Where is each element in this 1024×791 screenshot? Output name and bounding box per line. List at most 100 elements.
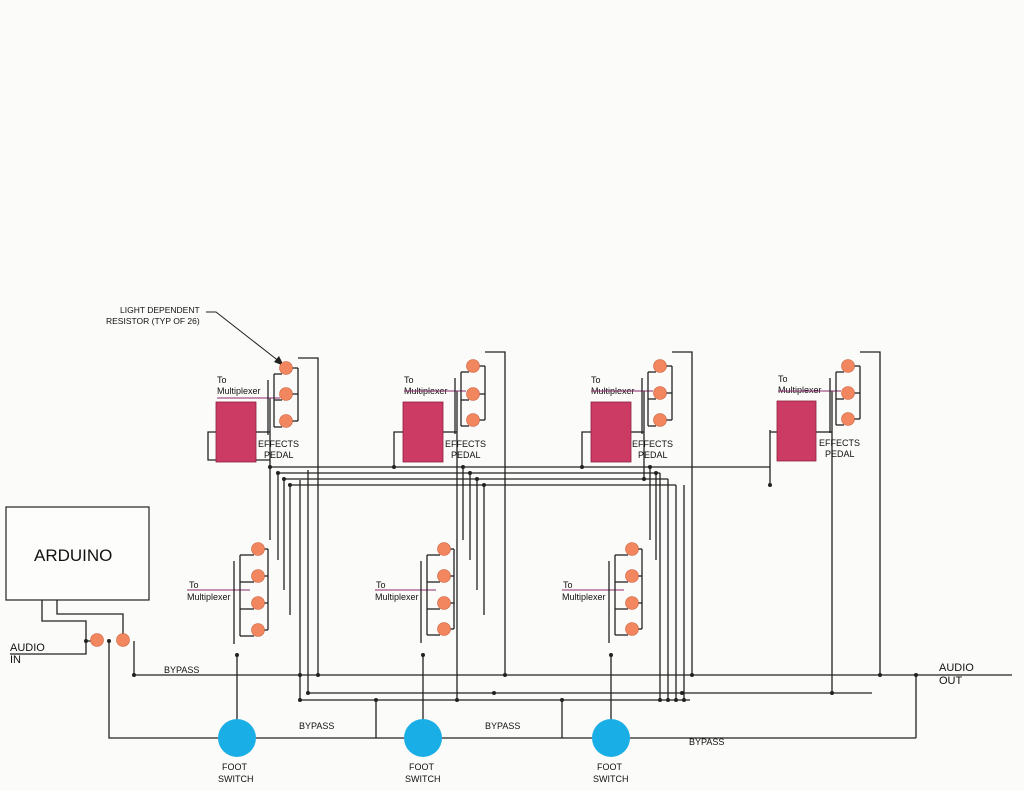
ldr-2 [841, 386, 855, 400]
junction-dot [421, 653, 425, 657]
ldr-1 [466, 359, 480, 373]
effects-pedal-3: EFFECTS PEDAL [590, 401, 673, 463]
switch-label-2: SWITCH [405, 774, 441, 784]
annotation-line-2: RESISTOR (TYP OF 26) [106, 316, 200, 326]
junction-dot [306, 691, 310, 695]
ldr-group-pedal-1 [267, 361, 299, 435]
annotation-line-1: LIGHT DEPENDENT [120, 305, 200, 315]
junction-dot [560, 698, 564, 702]
junction-dot [658, 698, 662, 702]
mux-label-pedal-1: To Multiplexer [217, 375, 280, 399]
junction-dot [268, 465, 272, 469]
ldr-group-switch-3 [608, 542, 643, 643]
junction-dot [768, 483, 772, 487]
ldr-group-switch-2 [420, 542, 455, 643]
ldr-4 [437, 622, 451, 636]
ldr-3 [251, 596, 265, 610]
ldr-2 [251, 569, 265, 583]
mux-label-to: To [404, 375, 414, 385]
audio-in-label-2: IN [10, 654, 21, 666]
junction-dot [878, 673, 882, 677]
mux-label-name: Multiplexer [217, 386, 261, 396]
foot-switch-2: FOOT SWITCH [404, 719, 442, 784]
pedal-label-2: PEDAL [638, 450, 668, 460]
foot-switch-circle [592, 719, 630, 757]
switch-label-1: FOOT [597, 762, 622, 772]
ldr-group-pedal-3 [641, 359, 673, 434]
ldr-3 [653, 413, 667, 427]
ldr-4 [251, 623, 265, 637]
switch-label-2: SWITCH [218, 774, 254, 784]
junction-dot [374, 698, 378, 702]
mux-label-to: To [563, 580, 573, 590]
annotation-leader [206, 311, 281, 363]
ldr-groups [233, 359, 861, 644]
switch-label-1: FOOT [409, 762, 434, 772]
ldr-4 [625, 622, 639, 636]
pedal-label-2: PEDAL [825, 449, 855, 459]
audio-in-ldrs [90, 633, 130, 647]
bypass-label-2: BYPASS [485, 721, 520, 731]
pedal-label-2: PEDAL [451, 450, 481, 460]
junction-dot [654, 471, 658, 475]
junction-dot [298, 673, 302, 677]
junction-dot [84, 639, 88, 643]
junction-dot [282, 477, 286, 481]
effects-pedal-2: EFFECTS PEDAL [402, 401, 486, 463]
junction-dot [609, 653, 613, 657]
arduino-label: ARDUINO [34, 546, 112, 565]
ldr-1 [841, 359, 855, 373]
junction-dot [690, 673, 694, 677]
ldr-2 [279, 387, 293, 401]
switch-label-1: FOOT [222, 762, 247, 772]
bypass-label-1: BYPASS [299, 721, 334, 731]
ldr-1 [251, 542, 265, 556]
junction-dot [914, 673, 918, 677]
mux-label-name: Multiplexer [562, 592, 606, 602]
ldr-in-2 [116, 633, 130, 647]
effects-pedal-4: EFFECTS PEDAL [776, 400, 860, 462]
mux-label-pedal-2: To Multiplexer [404, 375, 466, 396]
junction-dot [392, 465, 396, 469]
pedal-label-1: EFFECTS [445, 439, 486, 449]
mux-label-name: Multiplexer [778, 385, 822, 395]
junction-dot [492, 691, 496, 695]
ldr-2 [466, 387, 480, 401]
ldr-3 [279, 414, 293, 428]
junction-dot [682, 698, 686, 702]
ldr-1 [279, 361, 293, 375]
foot-switch-circle [404, 719, 442, 757]
junction-dot [580, 465, 584, 469]
junction-dot [107, 639, 111, 643]
junction-dot [475, 477, 479, 481]
ldr-annotation: LIGHT DEPENDENT RESISTOR (TYP OF 26) [106, 305, 284, 366]
mux-label-name: Multiplexer [375, 592, 419, 602]
ldr-3 [437, 596, 451, 610]
pedal-box [215, 401, 257, 463]
pedal-label-1: EFFECTS [819, 438, 860, 448]
foot-switch-circle [218, 719, 256, 757]
audio-out-label-2: OUT [939, 675, 963, 687]
mux-label-to: To [778, 374, 788, 384]
junction-dot [482, 483, 486, 487]
foot-switch-3: FOOT SWITCH [592, 719, 630, 784]
junction-dot [666, 698, 670, 702]
pedal-label-1: EFFECTS [632, 439, 673, 449]
junction-dot [648, 465, 652, 469]
mux-label-to: To [376, 580, 386, 590]
junction-dot [503, 673, 507, 677]
mux-label-to: To [189, 580, 199, 590]
pedal-label-2: PEDAL [264, 450, 294, 460]
junction-dot [468, 471, 472, 475]
junction-dot [132, 673, 136, 677]
switch-label-2: SWITCH [593, 774, 629, 784]
ldr-in-1 [90, 633, 104, 647]
junction-dot [830, 691, 834, 695]
ldr-1 [625, 542, 639, 556]
mux-label-to: To [591, 375, 601, 385]
bypass-label-3: BYPASS [689, 737, 724, 747]
junction-dot [642, 477, 646, 481]
junction-dot [455, 698, 459, 702]
arduino-box [5, 506, 150, 601]
